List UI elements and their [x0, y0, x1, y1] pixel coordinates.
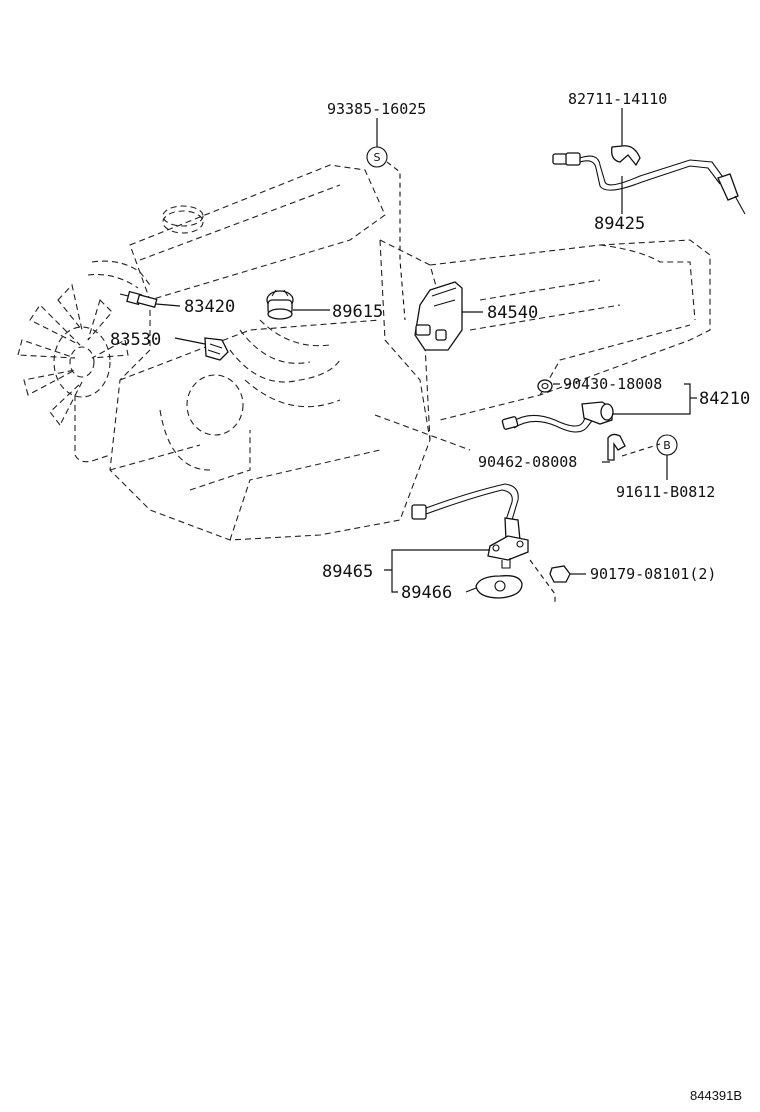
label-82711-14110: 82711-14110	[568, 90, 667, 108]
marker-s-group: S	[366, 118, 406, 321]
label-83420: 83420	[184, 297, 235, 317]
marker-s-circle	[366, 146, 388, 168]
part-84210-drawing	[501, 379, 614, 433]
part-89465-drawing	[411, 483, 529, 569]
part-84540-drawing	[414, 281, 463, 351]
label-89465: 89465	[322, 562, 373, 582]
label-89466: 89466	[401, 583, 452, 603]
label-83530: 83530	[110, 330, 161, 350]
label-84210: 84210	[699, 389, 750, 409]
leader-lines	[155, 303, 697, 593]
label-90462-08008: 90462-08008	[478, 453, 577, 471]
part-89466-drawing	[475, 575, 523, 599]
label-89615: 89615	[332, 302, 383, 322]
part-90179-drawing	[529, 559, 571, 604]
label-90179-08101: 90179-08101(2)	[590, 565, 716, 583]
part-83420-drawing	[119, 290, 158, 308]
label-93385-16025: 93385-16025	[327, 100, 426, 118]
marker-b-group: B	[656, 434, 678, 480]
marker-b-label: B	[663, 439, 671, 452]
label-84540: 84540	[487, 303, 538, 323]
diagram-code: 844391B	[690, 1088, 742, 1103]
marker-s-label: S	[374, 151, 381, 164]
label-90430-18008: 90430-18008	[563, 375, 662, 393]
part-89615-drawing	[266, 289, 294, 320]
part-90462-drawing	[607, 433, 661, 461]
part-82711-drawing	[611, 108, 641, 167]
engine-outline	[87, 164, 711, 541]
fan-illustration	[17, 283, 129, 463]
label-89425: 89425	[594, 214, 645, 234]
part-83530-drawing	[204, 337, 229, 361]
label-91611-B0812: 91611-B0812	[616, 483, 715, 501]
part-89425-drawing	[552, 152, 746, 215]
